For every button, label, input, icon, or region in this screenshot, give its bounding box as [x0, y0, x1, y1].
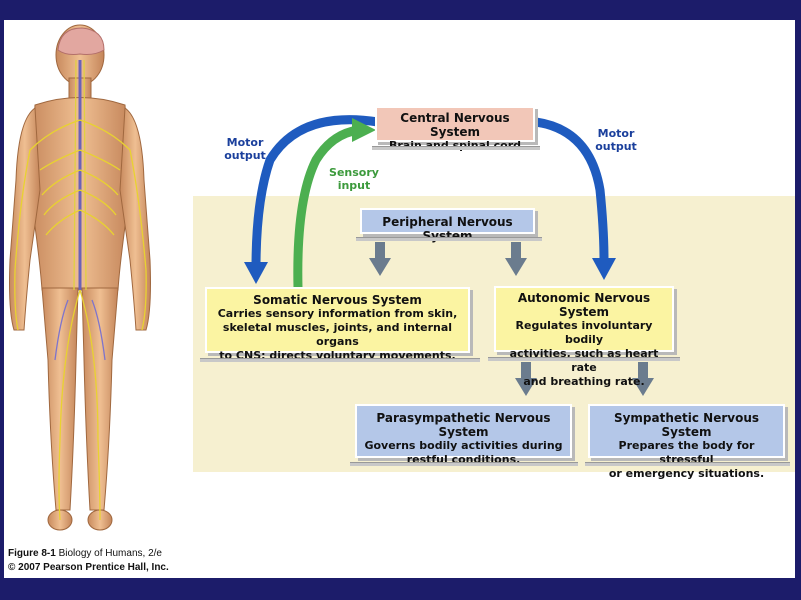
motor-output-left-arrowhead	[244, 262, 268, 284]
autonomic-title: Autonomic Nervous System	[517, 291, 651, 319]
somatic-description-line1: Carries sensory information from skin,	[217, 307, 458, 320]
cns-underline	[372, 146, 540, 150]
frame-left-bar	[0, 0, 4, 600]
motor-output-right-label: Motor output	[588, 127, 644, 153]
cns-title: Central Nervous System	[400, 111, 510, 139]
caption-copyright: © 2007 Pearson Prentice Hall, Inc.	[8, 562, 169, 573]
parasympathetic-description-line1: Governs bodily activities during	[364, 439, 563, 452]
sensory-input-label: Sensory input	[322, 166, 386, 192]
pns-underline	[356, 237, 542, 241]
sensory-input-line2: input	[337, 179, 371, 192]
autonomic-down-arrows	[515, 362, 654, 396]
motor-output-right-line2: output	[595, 140, 637, 153]
brain-icon	[57, 27, 105, 55]
autonomic-description-line3: and breathing rate.	[523, 375, 645, 388]
motor-output-right-line1: Motor	[597, 127, 635, 140]
pns-down-arrows	[369, 242, 527, 276]
sympathetic-description-line2: or emergency situations.	[608, 467, 765, 480]
somatic-description-line2: skeletal muscles, joints, and internal o…	[222, 321, 453, 348]
sympathetic-title: Sympathetic Nervous System	[613, 411, 760, 439]
caption-book-title: Biology of Humans, 2/e	[58, 548, 162, 559]
sensory-input-arrowhead	[352, 118, 376, 142]
figure-caption: Figure 8-1 Biology of Humans, 2/e © 2007…	[8, 547, 169, 575]
human-nervous-system-figure	[9, 24, 151, 531]
frame-right-bar	[795, 0, 801, 600]
motor-output-left-label: Motor output	[215, 136, 275, 162]
sympathetic-nervous-system-box: Sympathetic Nervous System Prepares the …	[588, 404, 785, 480]
frame-top-bar	[0, 0, 801, 20]
caption-figure-id: Figure 8-1	[8, 548, 56, 559]
peripheral-nervous-system-box: Peripheral Nervous System	[360, 208, 535, 243]
somatic-title: Somatic Nervous System	[253, 293, 422, 307]
parasympathetic-nervous-system-box: Parasympathetic Nervous System Governs b…	[355, 404, 572, 466]
motor-output-left-line1: Motor	[226, 136, 264, 149]
sensory-input-arrow	[293, 125, 359, 289]
somatic-nervous-system-box: Somatic Nervous System Carries sensory i…	[205, 287, 470, 362]
motor-output-left-line2: output	[224, 149, 266, 162]
parasympathetic-underline	[350, 462, 578, 466]
motor-output-left-arrow	[251, 115, 379, 269]
central-nervous-system-box: Central Nervous System Brain and spinal …	[375, 106, 535, 152]
autonomic-nervous-system-box: Autonomic Nervous System Regulates invol…	[494, 286, 674, 388]
parasympathetic-title: Parasympathetic Nervous System	[376, 411, 551, 439]
autonomic-description-line2: activities, such as heart rate	[509, 347, 659, 374]
motor-output-right-arrowhead	[592, 258, 616, 280]
frame-bottom-bar	[0, 578, 801, 600]
nerve-network	[14, 59, 147, 521]
sympathetic-underline	[585, 462, 790, 466]
autonomic-description-line1: Regulates involuntary bodily	[515, 319, 653, 346]
motor-output-right-arrow	[535, 117, 609, 261]
autonomic-underline	[488, 357, 680, 361]
sensory-input-line1: Sensory	[329, 166, 379, 179]
somatic-underline	[200, 358, 480, 362]
